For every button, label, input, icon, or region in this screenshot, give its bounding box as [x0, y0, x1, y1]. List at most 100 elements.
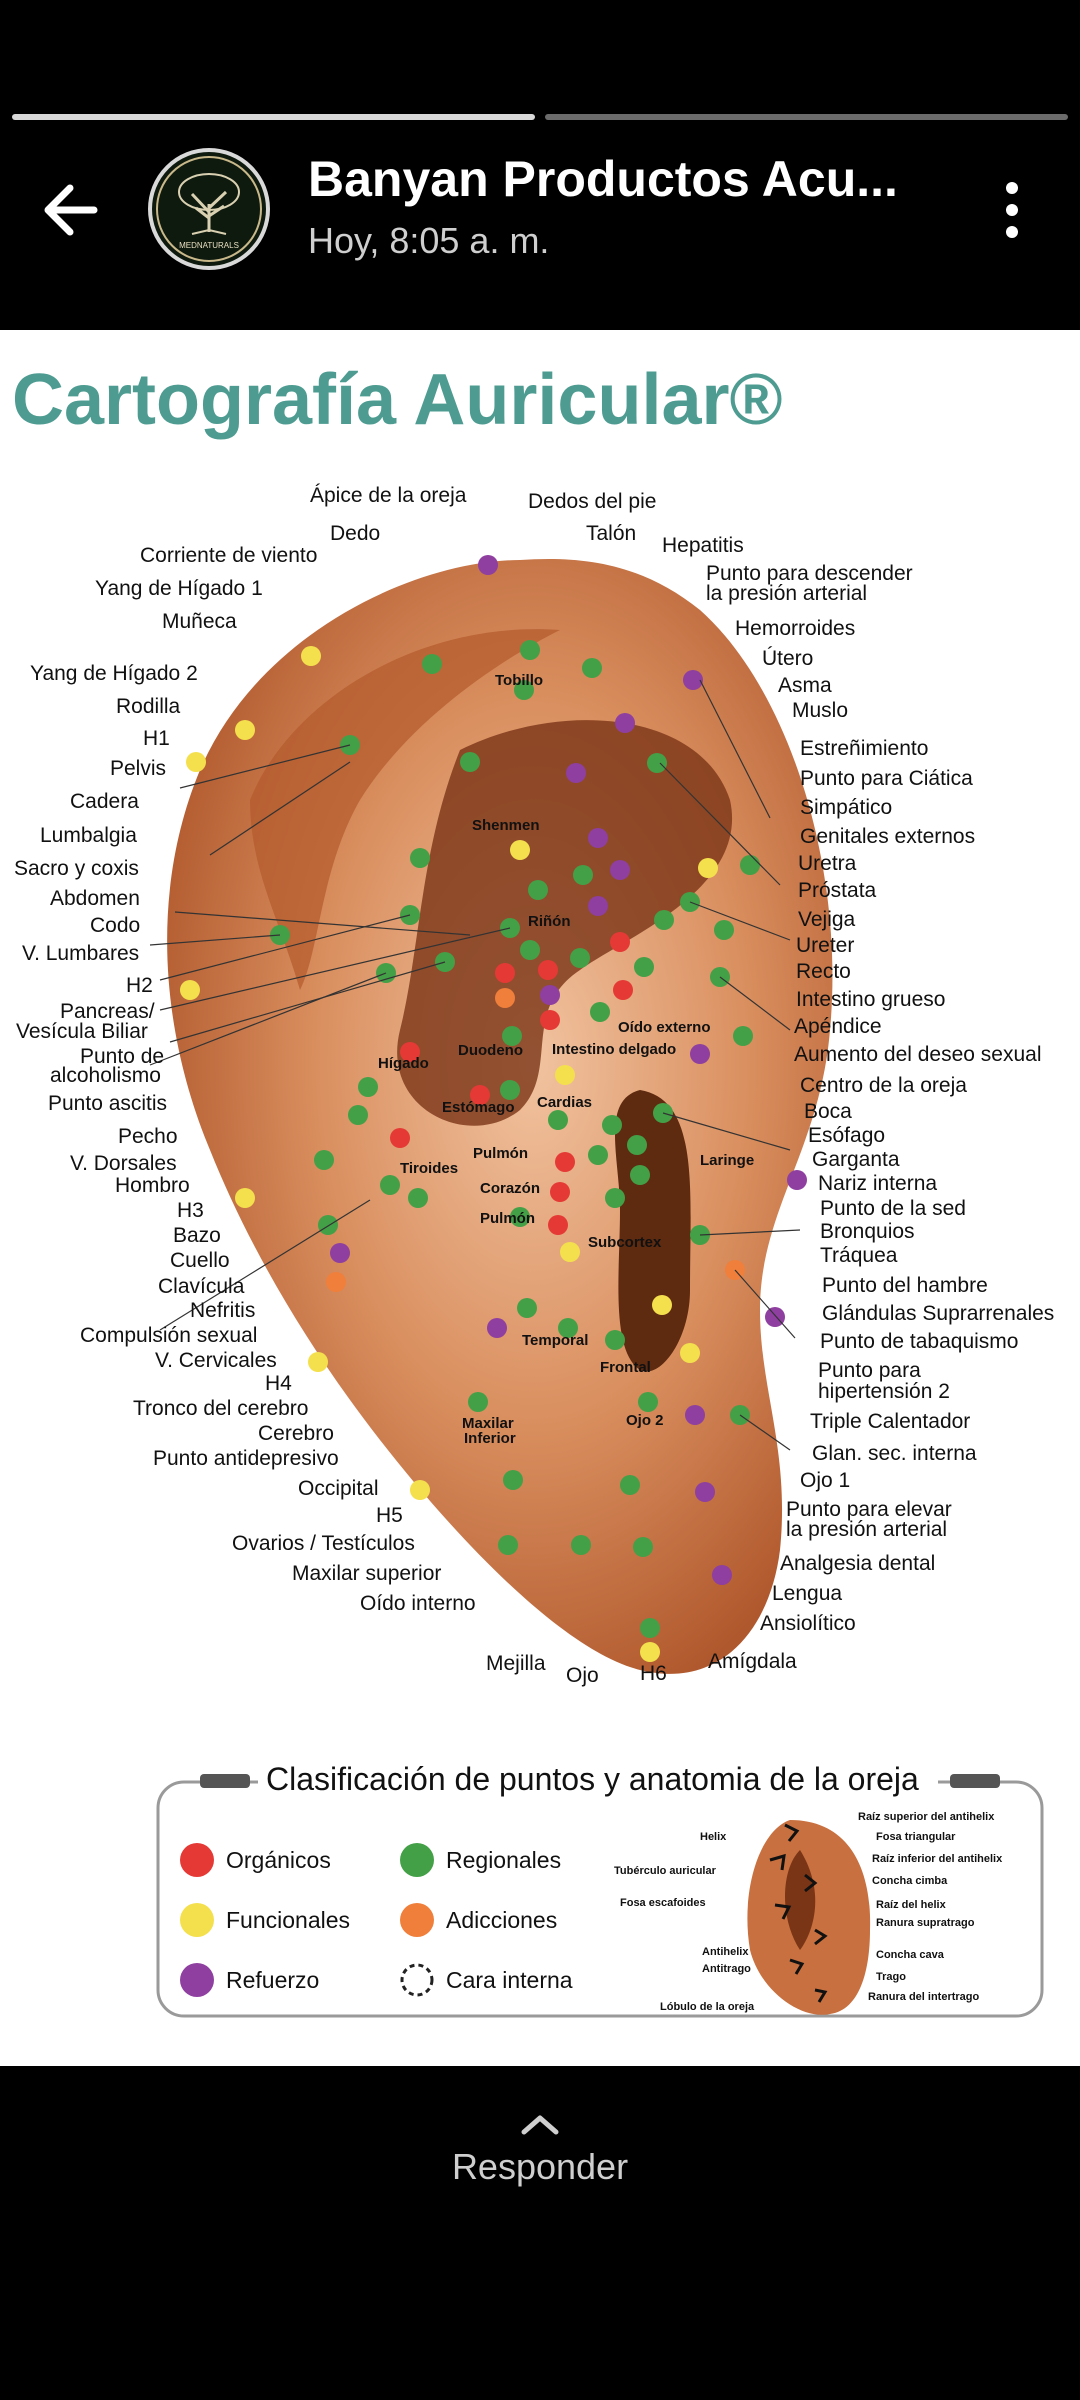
svg-text:Tubérculo auricular: Tubérculo auricular: [614, 1865, 717, 1877]
shared-image[interactable]: Cartografía Auricular®: [0, 330, 1080, 2066]
legend-title: Clasificación de puntos y anatomia de la…: [266, 1761, 919, 1797]
svg-text:Temporal: Temporal: [522, 1332, 588, 1349]
svg-text:Dedo: Dedo: [330, 522, 380, 545]
svg-text:Hepatitis: Hepatitis: [662, 534, 744, 557]
legend: Clasificación de puntos y anatomia de la…: [156, 1760, 1044, 2018]
svg-text:Tronco del cerebro: Tronco del cerebro: [133, 1397, 308, 1420]
back-button[interactable]: [34, 170, 114, 250]
svg-text:Occipital: Occipital: [298, 1477, 379, 1500]
svg-text:Triple Calentador: Triple Calentador: [810, 1410, 970, 1433]
svg-text:H6: H6: [640, 1662, 667, 1685]
svg-text:MEDNATURALS: MEDNATURALS: [179, 241, 239, 250]
status-header: MEDNATURALS Banyan Productos Acu... Hoy,…: [0, 130, 1080, 280]
svg-text:Intestino delgado: Intestino delgado: [552, 1041, 676, 1058]
svg-text:Esófago: Esófago: [808, 1124, 885, 1147]
svg-text:Refuerzo: Refuerzo: [226, 1967, 319, 1993]
svg-text:Cadera: Cadera: [70, 790, 139, 813]
svg-text:Dedos del pie: Dedos del pie: [528, 490, 656, 513]
progress-segment-pending: [545, 114, 1068, 120]
progress-segment-viewed: [12, 114, 535, 120]
svg-text:Pelvis: Pelvis: [110, 757, 166, 780]
svg-text:H5: H5: [376, 1504, 403, 1527]
svg-text:Concha cava: Concha cava: [876, 1949, 945, 1961]
chat-title[interactable]: Banyan Productos Acu...: [308, 151, 898, 207]
svg-text:Duodeno: Duodeno: [458, 1042, 523, 1059]
svg-text:Ojo 1: Ojo 1: [800, 1469, 850, 1492]
legend-swatch-organicos: [180, 1843, 214, 1877]
ear-concha: [397, 720, 733, 1126]
svg-text:Punto de tabaquismo: Punto de tabaquismo: [820, 1330, 1018, 1353]
svg-text:Mejilla: Mejilla: [486, 1652, 546, 1675]
legend-swatch-cara-interna: [400, 1963, 434, 1997]
svg-text:Muñeca: Muñeca: [162, 610, 237, 633]
svg-text:Oído externo: Oído externo: [618, 1019, 711, 1036]
svg-text:Lóbulo de la oreja: Lóbulo de la oreja: [660, 2001, 755, 2013]
labels-left: Ápice de la oreja Dedo Corriente de vien…: [14, 484, 667, 1687]
svg-text:Punto de: Punto de: [80, 1045, 164, 1068]
avatar[interactable]: MEDNATURALS: [148, 148, 270, 270]
svg-text:la presión arterial: la presión arterial: [706, 582, 867, 605]
labels-inner: Tobillo Shenmen Riñón Oído externo Intes…: [378, 672, 754, 1447]
svg-text:Asma: Asma: [778, 674, 832, 697]
leader-lines: [149, 679, 801, 1451]
svg-text:Cara interna: Cara interna: [446, 1967, 573, 1993]
reply-button[interactable]: Responder: [390, 2110, 690, 2220]
svg-text:Orgánicos: Orgánicos: [226, 1847, 331, 1873]
svg-text:Ápice de la oreja: Ápice de la oreja: [310, 484, 467, 507]
legend-swatch-regionales: [400, 1843, 434, 1877]
legend-swatch-refuerzo: [180, 1963, 214, 1997]
svg-text:V. Dorsales: V. Dorsales: [70, 1152, 177, 1175]
svg-text:Inferior: Inferior: [464, 1430, 516, 1447]
svg-text:Trago: Trago: [876, 1971, 906, 1983]
svg-text:Antihelix: Antihelix: [702, 1946, 749, 1958]
reply-label: Responder: [451, 2146, 629, 2187]
svg-text:Raíz del helix: Raíz del helix: [876, 1899, 947, 1911]
svg-text:Raíz superior del antihelix: Raíz superior del antihelix: [858, 1811, 995, 1823]
svg-text:Ovarios / Testículos: Ovarios / Testículos: [232, 1532, 415, 1555]
svg-text:Ojo 2: Ojo 2: [626, 1412, 664, 1429]
svg-text:Hemorroides: Hemorroides: [735, 617, 855, 640]
story-progress: [12, 114, 1068, 120]
svg-text:Amígdala: Amígdala: [708, 1650, 797, 1673]
svg-text:Genitales externos: Genitales externos: [800, 825, 975, 848]
svg-text:H1: H1: [143, 727, 170, 750]
svg-text:Concha cimba: Concha cimba: [872, 1875, 948, 1887]
map-title: Cartografía Auricular®: [12, 360, 783, 440]
svg-text:Abdomen: Abdomen: [50, 887, 140, 910]
svg-text:Simpático: Simpático: [800, 796, 892, 819]
svg-text:Pulmón: Pulmón: [473, 1145, 528, 1162]
svg-text:Yang de Hígado 1: Yang de Hígado 1: [95, 577, 263, 600]
svg-text:Nefritis: Nefritis: [190, 1299, 255, 1322]
svg-text:Útero: Útero: [762, 647, 813, 670]
svg-text:Punto para Ciática: Punto para Ciática: [800, 767, 973, 790]
svg-text:Uretra: Uretra: [798, 852, 857, 875]
svg-text:Regionales: Regionales: [446, 1847, 561, 1873]
svg-text:Ansiolítico: Ansiolítico: [760, 1612, 856, 1635]
svg-text:Cerebro: Cerebro: [258, 1422, 334, 1445]
svg-text:Pecho: Pecho: [118, 1125, 178, 1148]
svg-text:V. Cervicales: V. Cervicales: [155, 1349, 277, 1372]
auricular-map-chart: Cartografía Auricular®: [12, 360, 1054, 2018]
arrow-left-icon: [44, 184, 98, 236]
svg-text:Boca: Boca: [804, 1100, 852, 1123]
svg-text:Compulsión sexual: Compulsión sexual: [80, 1324, 257, 1347]
svg-text:hipertensión 2: hipertensión 2: [818, 1380, 950, 1403]
svg-text:Lumbalgia: Lumbalgia: [40, 824, 137, 847]
svg-text:Helix: Helix: [700, 1831, 727, 1843]
svg-text:Punto antidepresivo: Punto antidepresivo: [153, 1447, 339, 1470]
svg-text:Analgesia dental: Analgesia dental: [780, 1552, 935, 1575]
svg-text:Intestino grueso: Intestino grueso: [796, 988, 945, 1011]
svg-text:Riñón: Riñón: [528, 913, 571, 930]
svg-text:alcoholismo: alcoholismo: [50, 1064, 161, 1087]
svg-text:Hígado: Hígado: [378, 1055, 429, 1072]
svg-text:Próstata: Próstata: [798, 879, 877, 902]
svg-text:la presión arterial: la presión arterial: [786, 1518, 947, 1541]
svg-text:Ojo: Ojo: [566, 1664, 599, 1687]
chevron-up-icon: [521, 2115, 559, 2135]
message-timestamp: Hoy, 8:05 a. m.: [308, 220, 550, 261]
svg-text:Rodilla: Rodilla: [116, 695, 181, 718]
svg-text:Recto: Recto: [796, 960, 851, 983]
svg-text:Shenmen: Shenmen: [472, 817, 540, 834]
more-options-button[interactable]: [990, 170, 1034, 250]
svg-text:Glándulas Suprarrenales: Glándulas Suprarrenales: [822, 1302, 1054, 1325]
